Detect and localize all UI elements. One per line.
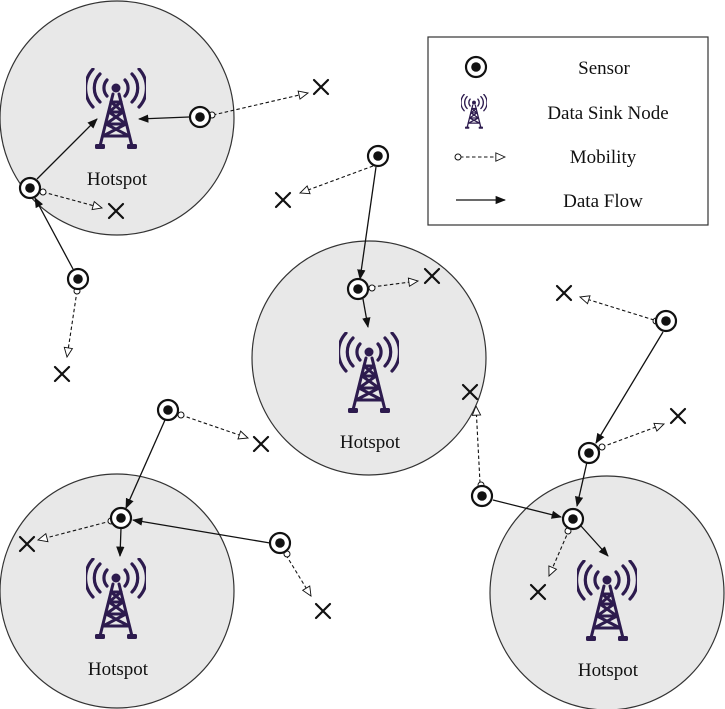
mobility-arrow (580, 297, 655, 321)
mobility-arrow (212, 93, 308, 116)
legend-box (427, 36, 709, 226)
mobility-arrows (38, 93, 664, 596)
mobility-arrow (67, 290, 78, 357)
data-flow-arrow (137, 114, 190, 123)
data-flow-arrow (575, 461, 588, 508)
data-flow-arrows (34, 114, 664, 558)
sensor-icon (470, 484, 494, 508)
cross-icon (555, 284, 573, 302)
sensor-icon (346, 277, 370, 301)
sensor-icon (464, 55, 488, 79)
legend-label-mobility: Mobility (570, 147, 637, 168)
cross-icon (53, 365, 71, 383)
mobility-arrow (42, 191, 102, 208)
sensor-icon (109, 506, 133, 530)
dashed-arrow-icon (454, 154, 505, 160)
hotspot-label: Hotspot (340, 432, 401, 453)
mobility-arrow (300, 165, 374, 193)
data-flow-arrow (362, 298, 371, 329)
data-flow-arrow (357, 166, 377, 281)
mobility-arrow (38, 520, 112, 540)
hotspot-label: Hotspot (87, 169, 148, 190)
cross-icon (314, 602, 332, 620)
legend-label-sink: Data Sink Node (547, 103, 668, 124)
legend-label-dataflow: Data Flow (563, 191, 643, 212)
mobility-arrow (601, 424, 664, 448)
data-flow-arrow (131, 517, 271, 544)
data-flow-arrow (492, 499, 563, 519)
sensor-icon (156, 398, 180, 422)
hotspot-label: Hotspot (578, 660, 639, 681)
mobility-arrow (285, 554, 311, 596)
data-flow-arrow (34, 197, 74, 270)
sensor-icon (577, 441, 601, 465)
cross-icon (312, 78, 330, 96)
hotspot-cell-center (251, 240, 487, 476)
sensor-icon (561, 507, 585, 531)
sensor-icon (188, 105, 212, 129)
mobility-arrow (371, 281, 418, 288)
data-flow-arrow (116, 527, 125, 558)
mobility-arrow (180, 414, 248, 438)
legend: Sensor Data Sink Node Mobility Data Flow (427, 36, 709, 226)
cross-icon (274, 191, 292, 209)
data-flow-arrow (125, 419, 166, 509)
data-flow-arrow (580, 525, 609, 557)
cross-icon (252, 435, 270, 453)
legend-label-sensor: Sensor (578, 58, 630, 79)
data-flow-arrow (595, 331, 664, 444)
mobility-arrow (549, 529, 570, 576)
cross-icon (669, 407, 687, 425)
data-flow-arrow (36, 118, 98, 180)
sensor-icon (366, 144, 390, 168)
sensor-icon (654, 309, 678, 333)
sensor-icon (268, 531, 292, 555)
sensor-icon (66, 267, 90, 291)
sensor-icon (18, 176, 42, 200)
hotspot-labels: Hotspot Hotspot Hotspot Hotspot (87, 169, 639, 681)
hotspot-label: Hotspot (88, 659, 149, 680)
mobility-arrow (476, 406, 480, 484)
